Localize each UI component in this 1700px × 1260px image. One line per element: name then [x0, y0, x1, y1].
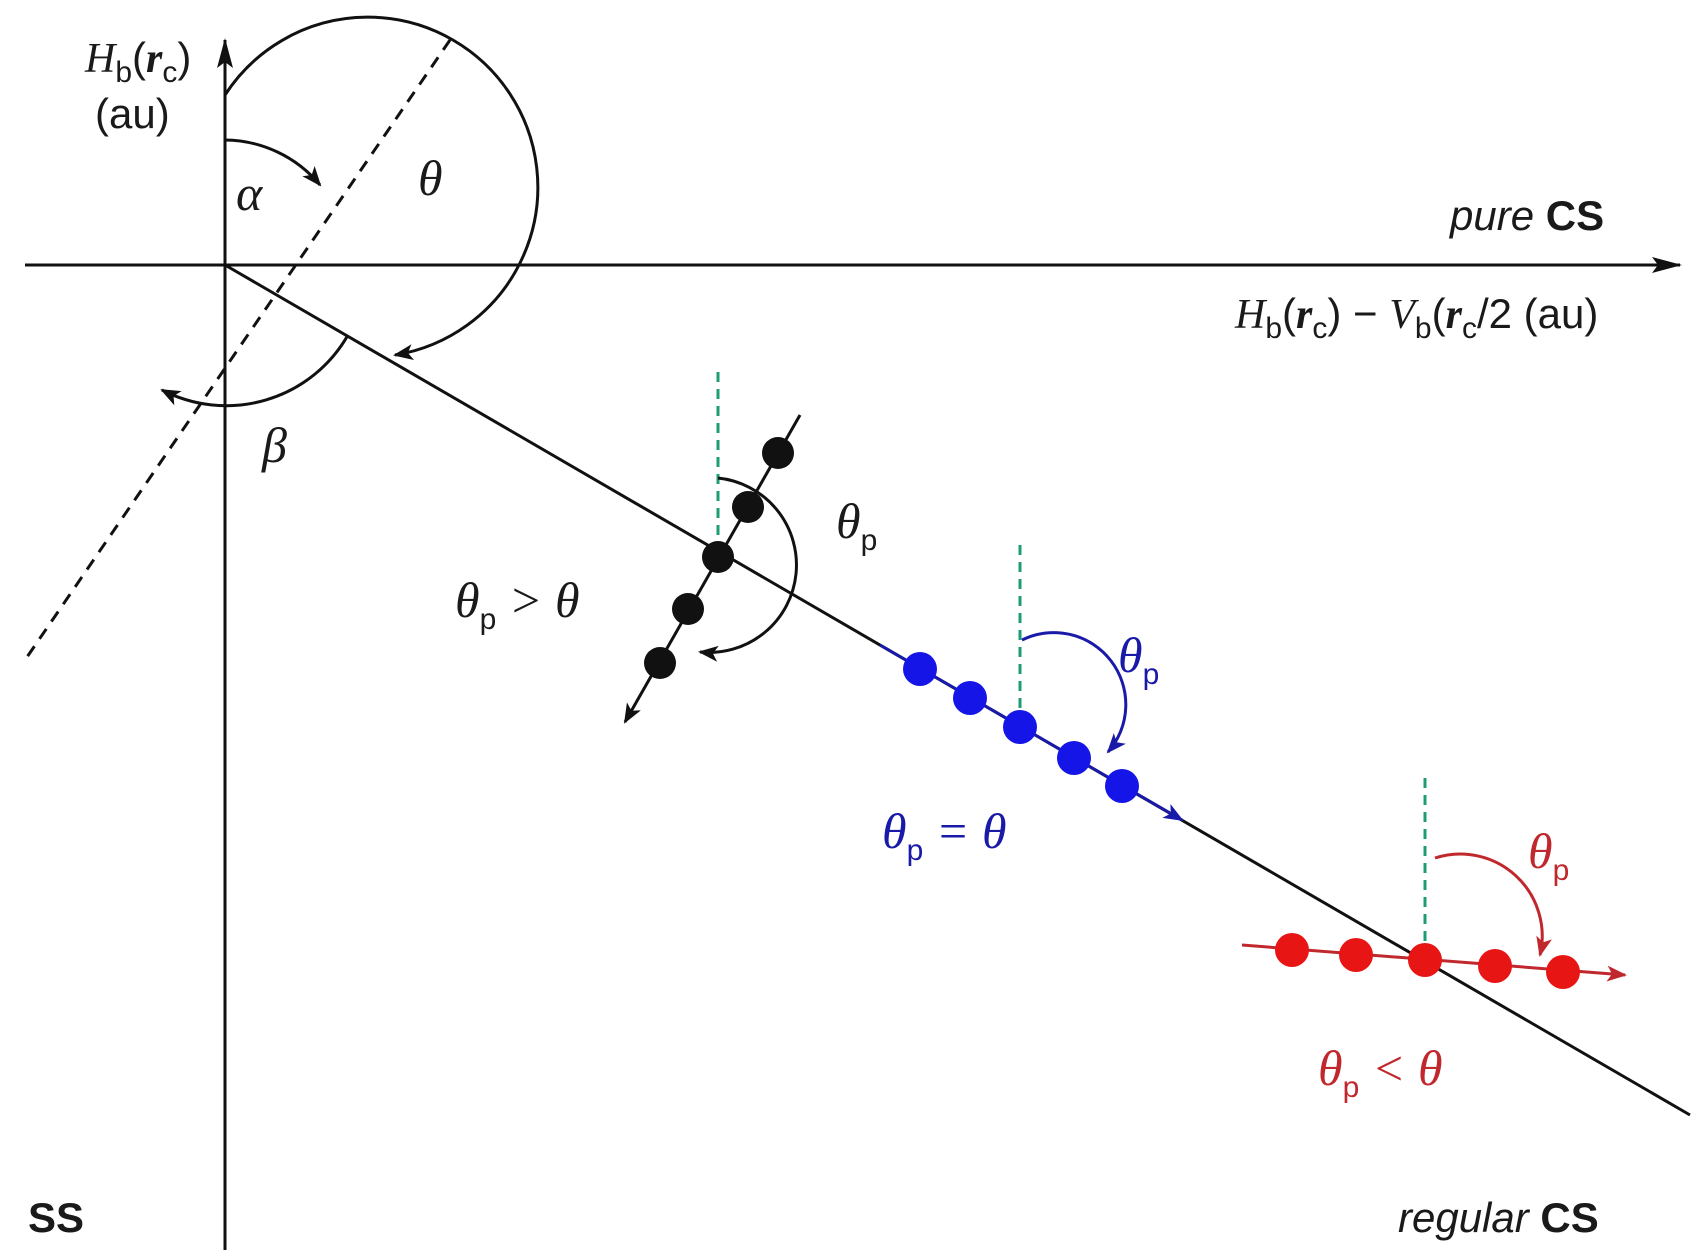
theta-p-arc-blue: [1021, 631, 1128, 754]
y-axis-label: Hb(rc): [84, 34, 191, 89]
alpha-label: α: [236, 165, 264, 221]
dot-black: [672, 593, 704, 625]
x-axis-label: Hb(rc) − Vb(rc/2 (au): [1234, 290, 1598, 345]
dot-blue: [1105, 769, 1139, 803]
theta-label: θ: [418, 150, 443, 206]
dot-blue: [1003, 710, 1037, 744]
theta-p-arc-red: [1434, 852, 1552, 957]
dot-red: [1408, 943, 1442, 977]
dot-black: [702, 541, 734, 573]
dots-blue: [903, 652, 1139, 803]
ss-label: SS: [28, 1194, 84, 1241]
relation-label-red: θp < θ: [1318, 1040, 1443, 1104]
dot-blue: [903, 652, 937, 686]
alpha-arc: [224, 138, 322, 187]
dots-red: [1275, 933, 1580, 989]
dot-red: [1546, 955, 1580, 989]
dot-blue: [1057, 741, 1091, 775]
relation-label-blue: θp = θ: [882, 803, 1007, 867]
ss-boundary-dashed-line: [23, 39, 452, 661]
dot-black: [762, 437, 794, 469]
beta-label: β: [261, 417, 287, 473]
dot-black: [644, 647, 676, 679]
dot-black: [732, 491, 764, 523]
theta-p-label-red: θp: [1528, 823, 1569, 887]
case-less-group: θp θp < θ: [1241, 778, 1627, 1104]
beta-arc: [160, 334, 350, 408]
dot-blue: [953, 681, 987, 715]
dot-red: [1478, 949, 1512, 983]
case-equal-group: θp θp = θ: [879, 545, 1184, 867]
theta-p-arc-black: [698, 476, 798, 662]
theta-p-label-black: θp: [836, 493, 877, 557]
y-axis-units: (au): [95, 90, 170, 137]
case-greater-group: θp θp > θ: [455, 372, 877, 724]
dot-red: [1339, 938, 1373, 972]
theta-arc: [223, 15, 540, 360]
theta-p-label-blue: θp: [1118, 627, 1159, 691]
pure-cs-label: pure CS: [1448, 192, 1604, 239]
regular-cs-label: regular CS: [1398, 1194, 1599, 1241]
dot-red: [1275, 933, 1309, 967]
relation-label-black: θp > θ: [455, 572, 580, 636]
dots-black: [644, 437, 794, 679]
